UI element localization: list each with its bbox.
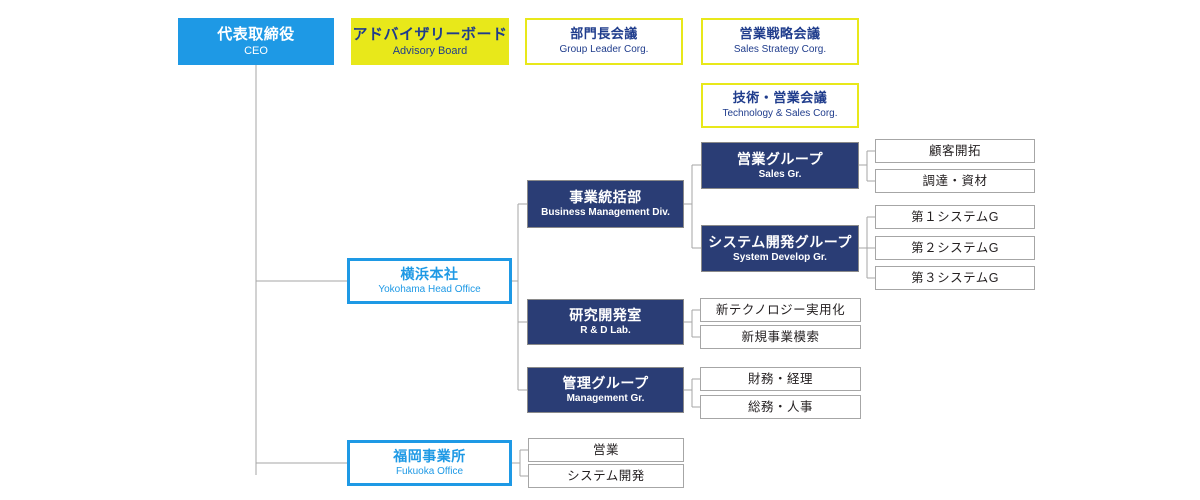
node-rd-lab-jp: 研究開発室 bbox=[569, 307, 642, 324]
node-system-develop-gr-jp: システム開発グループ bbox=[708, 233, 852, 250]
node-management-gr-jp: 管理グループ bbox=[562, 375, 649, 392]
node-procurement-materials-jp: 調達・資材 bbox=[922, 173, 988, 188]
node-rd-lab[interactable]: 研究開発室 R & D Lab. bbox=[527, 299, 684, 345]
node-system-group-3-jp: 第３システムG bbox=[911, 270, 999, 285]
node-rd-lab-en: R & D Lab. bbox=[580, 325, 631, 337]
node-advisory-board[interactable]: アドバイザリーボード Advisory Board bbox=[351, 18, 509, 65]
node-system-group-2-jp: 第２システムG bbox=[911, 240, 999, 255]
node-procurement-materials[interactable]: 調達・資材 bbox=[875, 169, 1035, 193]
node-new-technology[interactable]: 新テクノロジー実用化 bbox=[700, 298, 861, 322]
node-system-group-1[interactable]: 第１システムG bbox=[875, 205, 1035, 229]
node-customer-development-jp: 顧客開拓 bbox=[928, 143, 981, 158]
node-ceo-en: CEO bbox=[244, 44, 268, 57]
node-fukuoka-system-development[interactable]: システム開発 bbox=[528, 464, 684, 488]
node-fukuoka-office-jp: 福岡事業所 bbox=[393, 448, 466, 465]
node-fukuoka-office[interactable]: 福岡事業所 Fukuoka Office bbox=[347, 440, 512, 486]
node-system-group-1-jp: 第１システムG bbox=[911, 209, 999, 224]
node-sales-gr-en: Sales Gr. bbox=[758, 168, 802, 180]
node-fukuoka-sales[interactable]: 営業 bbox=[528, 438, 684, 462]
node-new-business-jp: 新規事業模索 bbox=[741, 329, 820, 344]
node-group-leader-corg-en: Group Leader Corg. bbox=[559, 44, 649, 56]
node-sales-gr[interactable]: 営業グループ Sales Gr. bbox=[701, 142, 859, 189]
node-finance-accounting-jp: 財務・経理 bbox=[747, 371, 813, 386]
node-advisory-board-jp: アドバイザリーボード bbox=[352, 25, 508, 43]
node-ceo-jp: 代表取締役 bbox=[217, 25, 295, 43]
node-sales-strategy-corg-en: Sales Strategy Corg. bbox=[733, 44, 827, 56]
node-technology-sales-corg-en: Technology & Sales Corg. bbox=[722, 108, 838, 120]
node-system-group-3[interactable]: 第３システムG bbox=[875, 266, 1035, 290]
node-management-gr[interactable]: 管理グループ Management Gr. bbox=[527, 367, 684, 413]
node-group-leader-corg[interactable]: 部門長会議 Group Leader Corg. bbox=[525, 18, 683, 65]
node-fukuoka-office-en: Fukuoka Office bbox=[395, 466, 464, 478]
node-system-group-2[interactable]: 第２システムG bbox=[875, 236, 1035, 260]
node-fukuoka-sales-jp: 営業 bbox=[592, 442, 619, 457]
node-fukuoka-system-development-jp: システム開発 bbox=[567, 468, 645, 483]
node-group-leader-corg-jp: 部門長会議 bbox=[570, 26, 638, 42]
node-customer-development[interactable]: 顧客開拓 bbox=[875, 139, 1035, 163]
node-ceo[interactable]: 代表取締役 CEO bbox=[178, 18, 334, 65]
node-management-gr-en: Management Gr. bbox=[566, 393, 645, 405]
node-yokohama-head-office[interactable]: 横浜本社 Yokohama Head Office bbox=[347, 258, 512, 304]
node-business-management-div-en: Business Management Div. bbox=[541, 207, 670, 219]
node-sales-strategy-corg[interactable]: 営業戦略会議 Sales Strategy Corg. bbox=[701, 18, 859, 65]
node-system-develop-gr-en: System Develop Gr. bbox=[733, 251, 827, 263]
node-technology-sales-corg-jp: 技術・営業会議 bbox=[732, 90, 828, 106]
node-sales-strategy-corg-jp: 営業戦略会議 bbox=[739, 26, 821, 42]
node-new-business[interactable]: 新規事業模索 bbox=[700, 325, 861, 349]
node-sales-gr-jp: 営業グループ bbox=[736, 150, 824, 167]
node-advisory-board-en: Advisory Board bbox=[392, 44, 468, 57]
node-business-management-div[interactable]: 事業統括部 Business Management Div. bbox=[527, 180, 684, 228]
node-general-affairs-hr-jp: 総務・人事 bbox=[747, 399, 813, 414]
node-new-technology-jp: 新テクノロジー実用化 bbox=[715, 302, 846, 317]
node-yokohama-head-office-en: Yokohama Head Office bbox=[378, 284, 481, 296]
node-finance-accounting[interactable]: 財務・経理 bbox=[700, 367, 861, 391]
node-yokohama-head-office-jp: 横浜本社 bbox=[400, 266, 459, 283]
node-system-develop-gr[interactable]: システム開発グループ System Develop Gr. bbox=[701, 225, 859, 272]
node-technology-sales-corg[interactable]: 技術・営業会議 Technology & Sales Corg. bbox=[701, 83, 859, 128]
node-general-affairs-hr[interactable]: 総務・人事 bbox=[700, 395, 861, 419]
node-business-management-div-jp: 事業統括部 bbox=[569, 189, 642, 206]
